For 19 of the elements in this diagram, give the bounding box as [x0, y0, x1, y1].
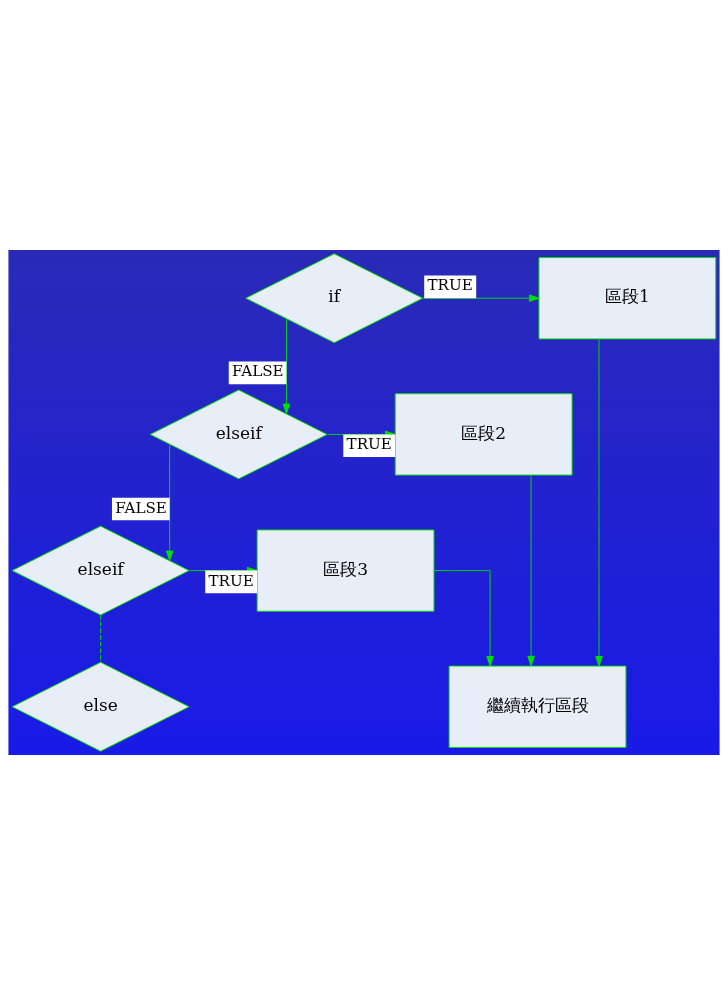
arrow	[282, 317, 291, 414]
arrow	[433, 569, 494, 666]
node-box: 區段1	[538, 256, 717, 339]
edge-label: TRUE	[427, 275, 473, 294]
edge-label: FALSE	[232, 361, 284, 380]
edge-label: TRUE	[346, 434, 392, 453]
node-box: 繼續執行區段	[448, 665, 627, 748]
node-diamond: else	[11, 661, 190, 752]
connector	[100, 614, 102, 663]
node-box: 區段3	[256, 528, 435, 612]
arrow	[595, 337, 603, 666]
node-diamond: elseif	[11, 525, 190, 615]
arrow	[422, 293, 540, 302]
arrow	[527, 474, 535, 666]
edge-label: FALSE	[115, 498, 167, 517]
edge-label: TRUE	[208, 571, 254, 590]
node-diamond: elseif	[149, 389, 328, 479]
node-diamond: if	[245, 252, 424, 343]
node-box: 區段2	[394, 392, 573, 476]
